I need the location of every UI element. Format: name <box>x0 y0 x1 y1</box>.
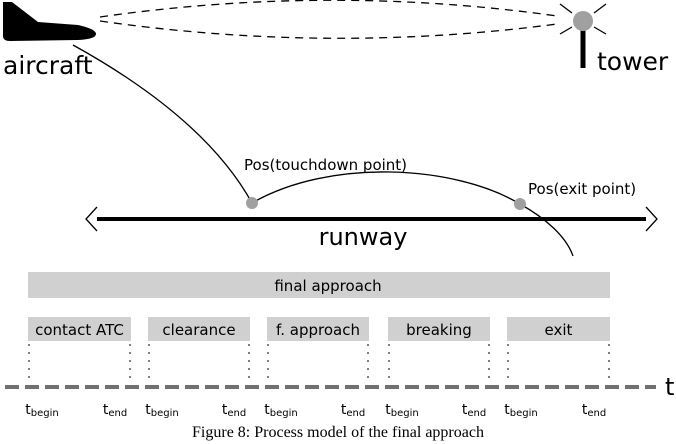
tower-label: tower <box>597 47 669 76</box>
phase-end-time-label: tend <box>462 402 486 419</box>
phase-start-time-label: tbegin <box>385 402 418 419</box>
phase-start-time-label: tbegin <box>25 402 58 419</box>
phase-label: exit <box>545 321 573 339</box>
rollout-trajectory <box>251 171 574 257</box>
touchdown-point-label: Pos(touchdown point) <box>244 156 407 174</box>
tower-icon <box>559 3 607 68</box>
figure-caption: Figure 8: Process model of the final app… <box>192 424 484 441</box>
phase-end-time-label: tend <box>582 402 606 419</box>
touchdown-point-marker <box>246 197 258 209</box>
phase-box <box>507 317 610 341</box>
phase-label: clearance <box>162 321 235 339</box>
phase-label: contact ATC <box>35 321 124 339</box>
phase-label: f. approach <box>276 321 360 339</box>
runway-line <box>85 206 658 232</box>
phase-start-time-label: tbegin <box>145 402 178 419</box>
phase-box <box>388 317 490 341</box>
runway-label: runway <box>319 223 408 251</box>
aircraft-label: aircraft <box>3 51 93 80</box>
radio-link-lower <box>99 20 558 39</box>
phase-end-time-label: tend <box>103 402 127 419</box>
phase-end-time-label: tend <box>222 402 246 419</box>
phase-group: contact ATC tbegin tend clearance tbegin tend… <box>25 317 610 419</box>
aircraft-icon <box>3 2 96 41</box>
exit-point-marker <box>514 198 526 210</box>
time-axis-label: t <box>665 373 674 401</box>
phase-start-time-label: tbegin <box>264 402 297 419</box>
final-approach-label: final approach <box>274 277 381 295</box>
phase-box <box>148 317 250 341</box>
phase-box <box>267 317 369 341</box>
final-approach-bar <box>28 272 610 298</box>
phase-label: breaking <box>406 321 472 339</box>
phase-box <box>28 317 131 341</box>
phase-end-time-label: tend <box>341 402 365 419</box>
approach-trajectory <box>72 44 253 204</box>
radio-link-upper <box>99 0 558 18</box>
exit-point-label: Pos(exit point) <box>528 180 636 198</box>
phase-start-time-label: tbegin <box>504 402 537 419</box>
